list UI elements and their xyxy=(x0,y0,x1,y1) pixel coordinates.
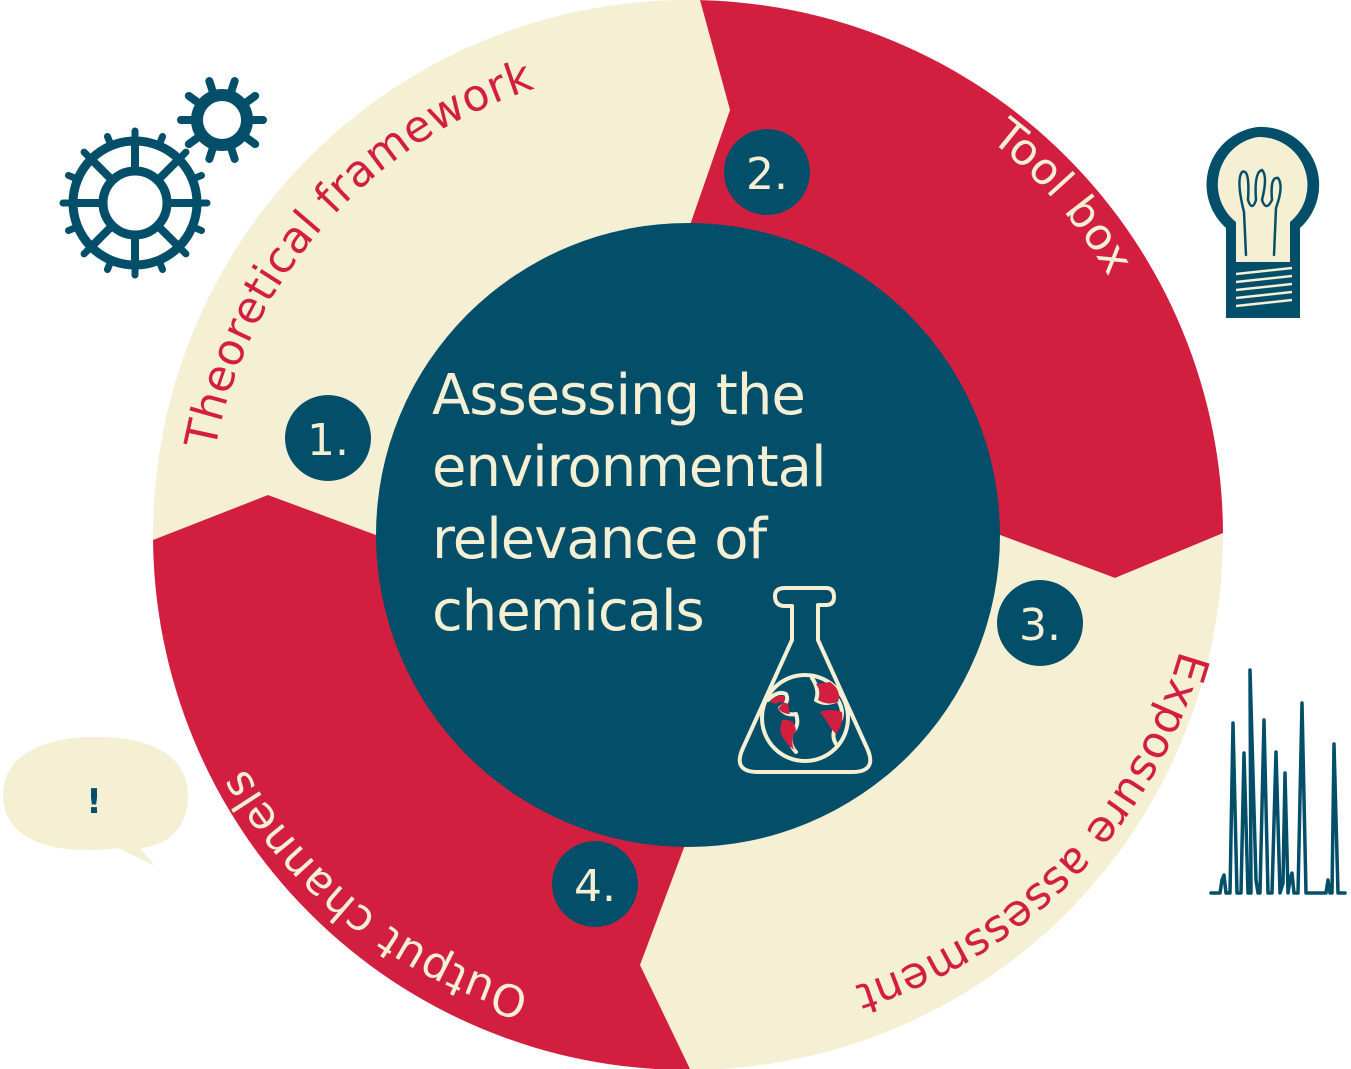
gear-tooth xyxy=(64,171,80,183)
gear-tooth xyxy=(80,244,94,258)
center-title-line-3: relevance of xyxy=(432,507,769,572)
gear-tooth xyxy=(184,91,202,107)
gear-tooth xyxy=(242,91,260,107)
badge-4: 4. xyxy=(552,841,638,927)
gear-tooth xyxy=(103,132,115,148)
speech-bubble-text: ! xyxy=(86,782,102,822)
gear-tooth xyxy=(176,148,190,162)
gear-tooth xyxy=(190,223,206,235)
gear-tooth xyxy=(227,144,239,163)
gear-tooth xyxy=(155,258,167,274)
gear-tooth xyxy=(80,148,94,162)
gear-tooth xyxy=(103,258,115,274)
badge-1-number: 1. xyxy=(307,415,349,466)
center-circle xyxy=(376,223,1000,847)
chromatogram-icon xyxy=(1209,668,1347,895)
flask-globe-icon xyxy=(737,586,873,774)
badge-1: 1. xyxy=(285,395,371,481)
gear-tooth xyxy=(64,223,80,235)
badge-3-number: 3. xyxy=(1019,600,1061,651)
center-title-line-4: chemicals xyxy=(432,579,704,644)
badge-2: 2. xyxy=(724,129,810,215)
gear-tooth xyxy=(155,132,167,148)
gear-tooth xyxy=(184,133,202,149)
gear-tooth xyxy=(205,144,217,163)
lightbulb-icon xyxy=(1206,126,1320,318)
speech-bubble-icon: ! xyxy=(3,737,188,866)
gear-tooth xyxy=(227,77,239,96)
gear-tooth xyxy=(205,77,217,96)
gear-tooth xyxy=(242,133,260,149)
badge-3: 3. xyxy=(997,580,1083,666)
badge-2-number: 2. xyxy=(746,149,788,200)
center-title: Assessing the environmental relevance of… xyxy=(432,363,827,644)
gear-tooth xyxy=(190,171,206,183)
center-title-line-2: environmental xyxy=(432,435,826,500)
gears-icon xyxy=(59,77,267,279)
center-title-line-1: Assessing the xyxy=(432,363,805,428)
badge-4-number: 4. xyxy=(574,861,616,912)
gear-tooth xyxy=(176,244,190,258)
